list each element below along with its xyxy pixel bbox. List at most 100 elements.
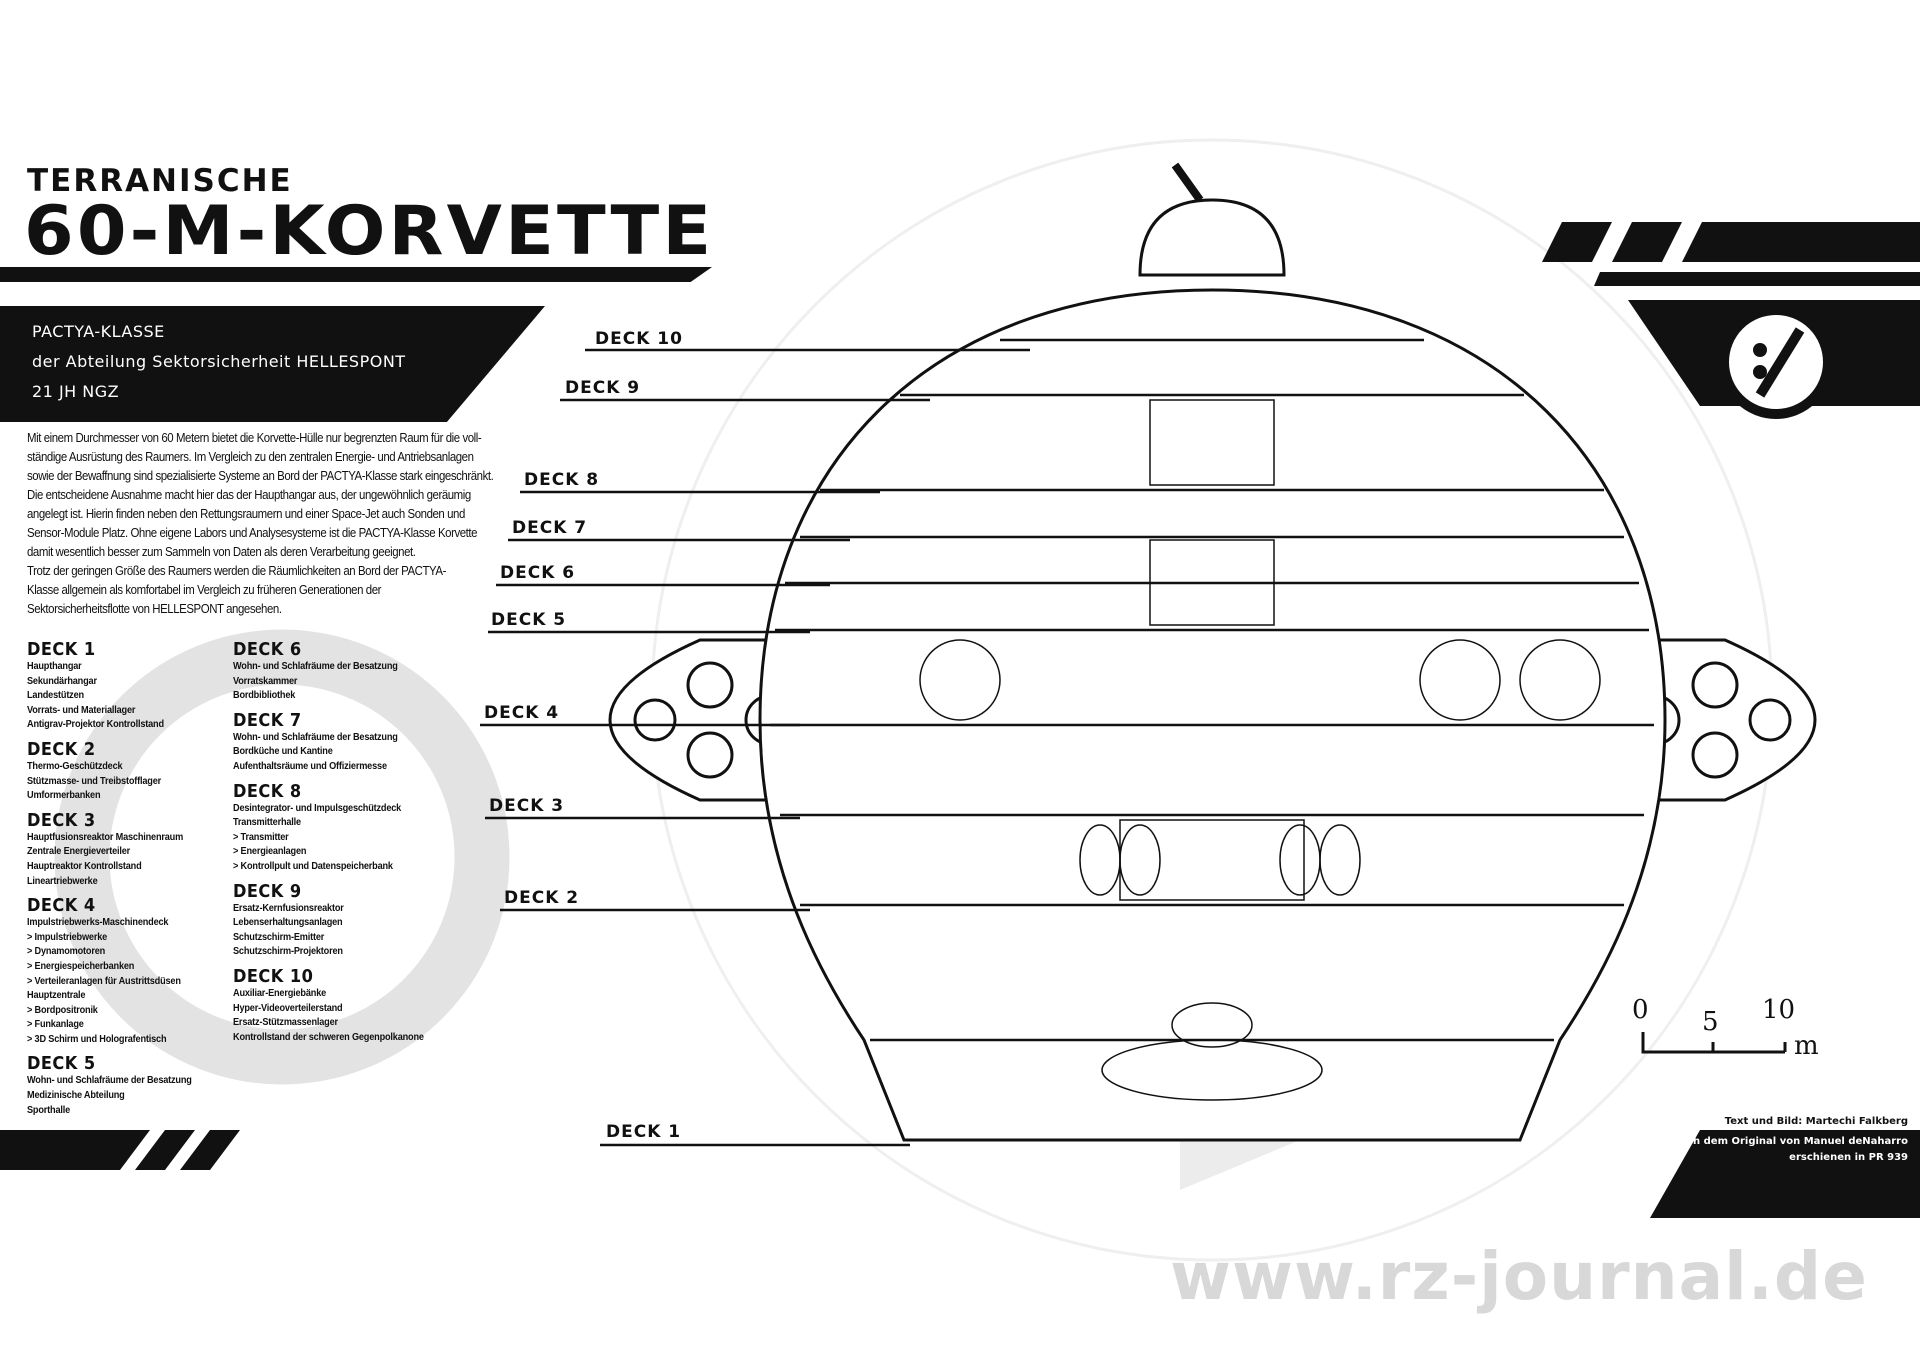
deck-item: > Energieanlagen <box>233 846 307 858</box>
deck-item: Vorrats- und Materiallager <box>27 704 136 716</box>
intro-line: angelegt ist. Hierin finden neben den Re… <box>27 506 465 521</box>
credits-original: Nach dem Original von Manuel deNaharro <box>1672 1136 1908 1147</box>
title-underline-bar <box>0 267 712 282</box>
deck-heading: DECK 8 <box>233 780 302 802</box>
interior-details <box>919 399 1601 1101</box>
deck-item: Bordküche und Kantine <box>233 746 333 758</box>
deck-item: Transmitterhalle <box>233 817 301 829</box>
deck-item: > Kontrollpult und Datenspeicherbank <box>233 860 393 872</box>
deck-item: > Bordpositronik <box>27 1004 98 1016</box>
deck-heading: DECK 5 <box>27 1053 96 1075</box>
deck-item: Lineartriebwerke <box>27 875 98 887</box>
label-deck-6: DECK 6 <box>500 563 576 583</box>
deck-item: Hauptzentrale <box>27 990 86 1002</box>
deck-item: Kontrollstand der schweren Gegenpolkanon… <box>233 1031 424 1043</box>
subtitle-class: PACTYA-KLASSE <box>32 322 165 341</box>
deck-item: Medizinische Abteilung <box>27 1090 125 1102</box>
deck-item: Landestützen <box>27 690 84 702</box>
deck-item: Haupthangar <box>27 661 82 672</box>
intro-line: Mit einem Durchmesser von 60 Metern biet… <box>27 430 482 445</box>
scale-tick-10: 10 <box>1762 995 1796 1025</box>
scale-unit: m <box>1794 1031 1819 1061</box>
title-line-1: TERRANISCHE <box>27 163 293 199</box>
watermark-logo-ring <box>54 629 510 1085</box>
intro-line: Sektorsicherheitsflotte von HELLESPONT a… <box>27 601 282 616</box>
deck-item: > Impulstriebwerke <box>27 931 108 943</box>
intro-line: sowie der Bewaffnung sind spezialisierte… <box>27 468 494 483</box>
intro-line: Trotz der geringen Größe des Raumers wer… <box>27 563 446 578</box>
deck-item: Sekundärhangar <box>27 675 97 687</box>
deck-heading: DECK 9 <box>233 880 302 902</box>
deck-item: Ersatz-Kernfusionsreaktor <box>233 902 344 914</box>
label-deck-4: DECK 4 <box>484 703 560 723</box>
label-deck-1: DECK 1 <box>606 1122 682 1142</box>
deck-heading: DECK 4 <box>27 895 96 917</box>
label-deck-10: DECK 10 <box>595 329 683 349</box>
deck-item: Wohn- und Schlafräume der Besatzung <box>27 1075 192 1087</box>
deck-heading: DECK 2 <box>27 738 96 760</box>
intro-paragraph: Mit einem Durchmesser von 60 Metern biet… <box>27 428 543 618</box>
scale-tick-5: 5 <box>1702 1007 1719 1037</box>
deck-item: > Dynamomotoren <box>27 946 106 958</box>
subtitle-era: 21 JH NGZ <box>32 382 120 401</box>
deck-heading: DECK 7 <box>233 709 302 731</box>
deck-item: Desintegrator- und Impulsgeschützdeck <box>233 802 402 814</box>
intro-line: damit wesentlich besser zum Sammeln von … <box>27 544 416 559</box>
deck-item: > 3D Schirm und Holografentisch <box>27 1033 167 1045</box>
deck-item: Vorratskammer <box>233 675 298 687</box>
label-deck-8: DECK 8 <box>524 470 600 490</box>
deck-heading: DECK 10 <box>233 965 314 987</box>
label-deck-5: DECK 5 <box>491 610 567 630</box>
intro-line: Die entscheidene Ausnahme macht hier das… <box>27 487 471 502</box>
deck-item: Ersatz-Stützmassenlager <box>233 1017 338 1029</box>
deck-item: Hyper-Videoverteilerstand <box>233 1002 343 1014</box>
deck-item: Impulstriebwerks-Maschinendeck <box>27 917 169 929</box>
deck-heading: DECK 6 <box>233 639 302 660</box>
deck-item: Umformerbanken <box>27 790 101 802</box>
page-title: 60-M-KORVETTE <box>24 192 715 271</box>
label-deck-2: DECK 2 <box>504 888 580 908</box>
deck-item: Antigrav-Projektor Kontrollstand <box>27 719 164 731</box>
deck-item: Wohn- und Schlafräume der Besatzung <box>233 731 398 743</box>
emblem-logo <box>1719 305 1833 419</box>
deck-item: > Energiespeicherbanken <box>27 960 135 972</box>
deck-leader-lines <box>480 348 1030 1147</box>
deck-item: Stützmasse- und Treibstofflager <box>27 775 162 787</box>
deck-item: > Transmitter <box>233 831 289 843</box>
deck-heading: DECK 1 <box>27 639 96 660</box>
intro-line: Sensor-Module Platz. Ohne eigene Labors … <box>27 525 478 540</box>
deck-item: Zentrale Energieverteiler <box>27 846 131 858</box>
deck-item: Schutzschirm-Emitter <box>233 931 325 943</box>
deck-item: Thermo-Geschützdeck <box>27 760 123 772</box>
deck-item: Wohn- und Schlafräume der Besatzung <box>233 661 398 672</box>
deck-item: Hauptfusionsreaktor Maschinenraum <box>27 831 184 843</box>
deck-item: Hauptreaktor Kontrollstand <box>27 860 142 872</box>
deck-item: Sporthalle <box>27 1104 71 1116</box>
label-deck-9: DECK 9 <box>565 378 641 398</box>
bottom-left-stripes <box>0 1130 240 1170</box>
credits-published: erschienen in PR 939 <box>1789 1152 1908 1163</box>
subtitle-department: der Abteilung Sektorsicherheit HELLESPON… <box>32 352 406 371</box>
website-watermark: www.rz-journal.de <box>1170 1238 1868 1315</box>
intro-line: ständige Ausrüstung des Raumers. Im Verg… <box>27 449 474 464</box>
deck-item: > Funkanlage <box>27 1019 84 1031</box>
credits-author: Text und Bild: Martechi Falkberg <box>1724 1116 1908 1127</box>
credits-band <box>1650 1130 1920 1218</box>
deck-item: > Verteileranlagen für Austrittsdüsen <box>27 975 181 987</box>
ship-cross-section <box>608 162 1817 1142</box>
scale-tick-0: 0 <box>1632 995 1649 1025</box>
top-dome <box>1138 198 1286 277</box>
label-deck-7: DECK 7 <box>512 518 588 538</box>
